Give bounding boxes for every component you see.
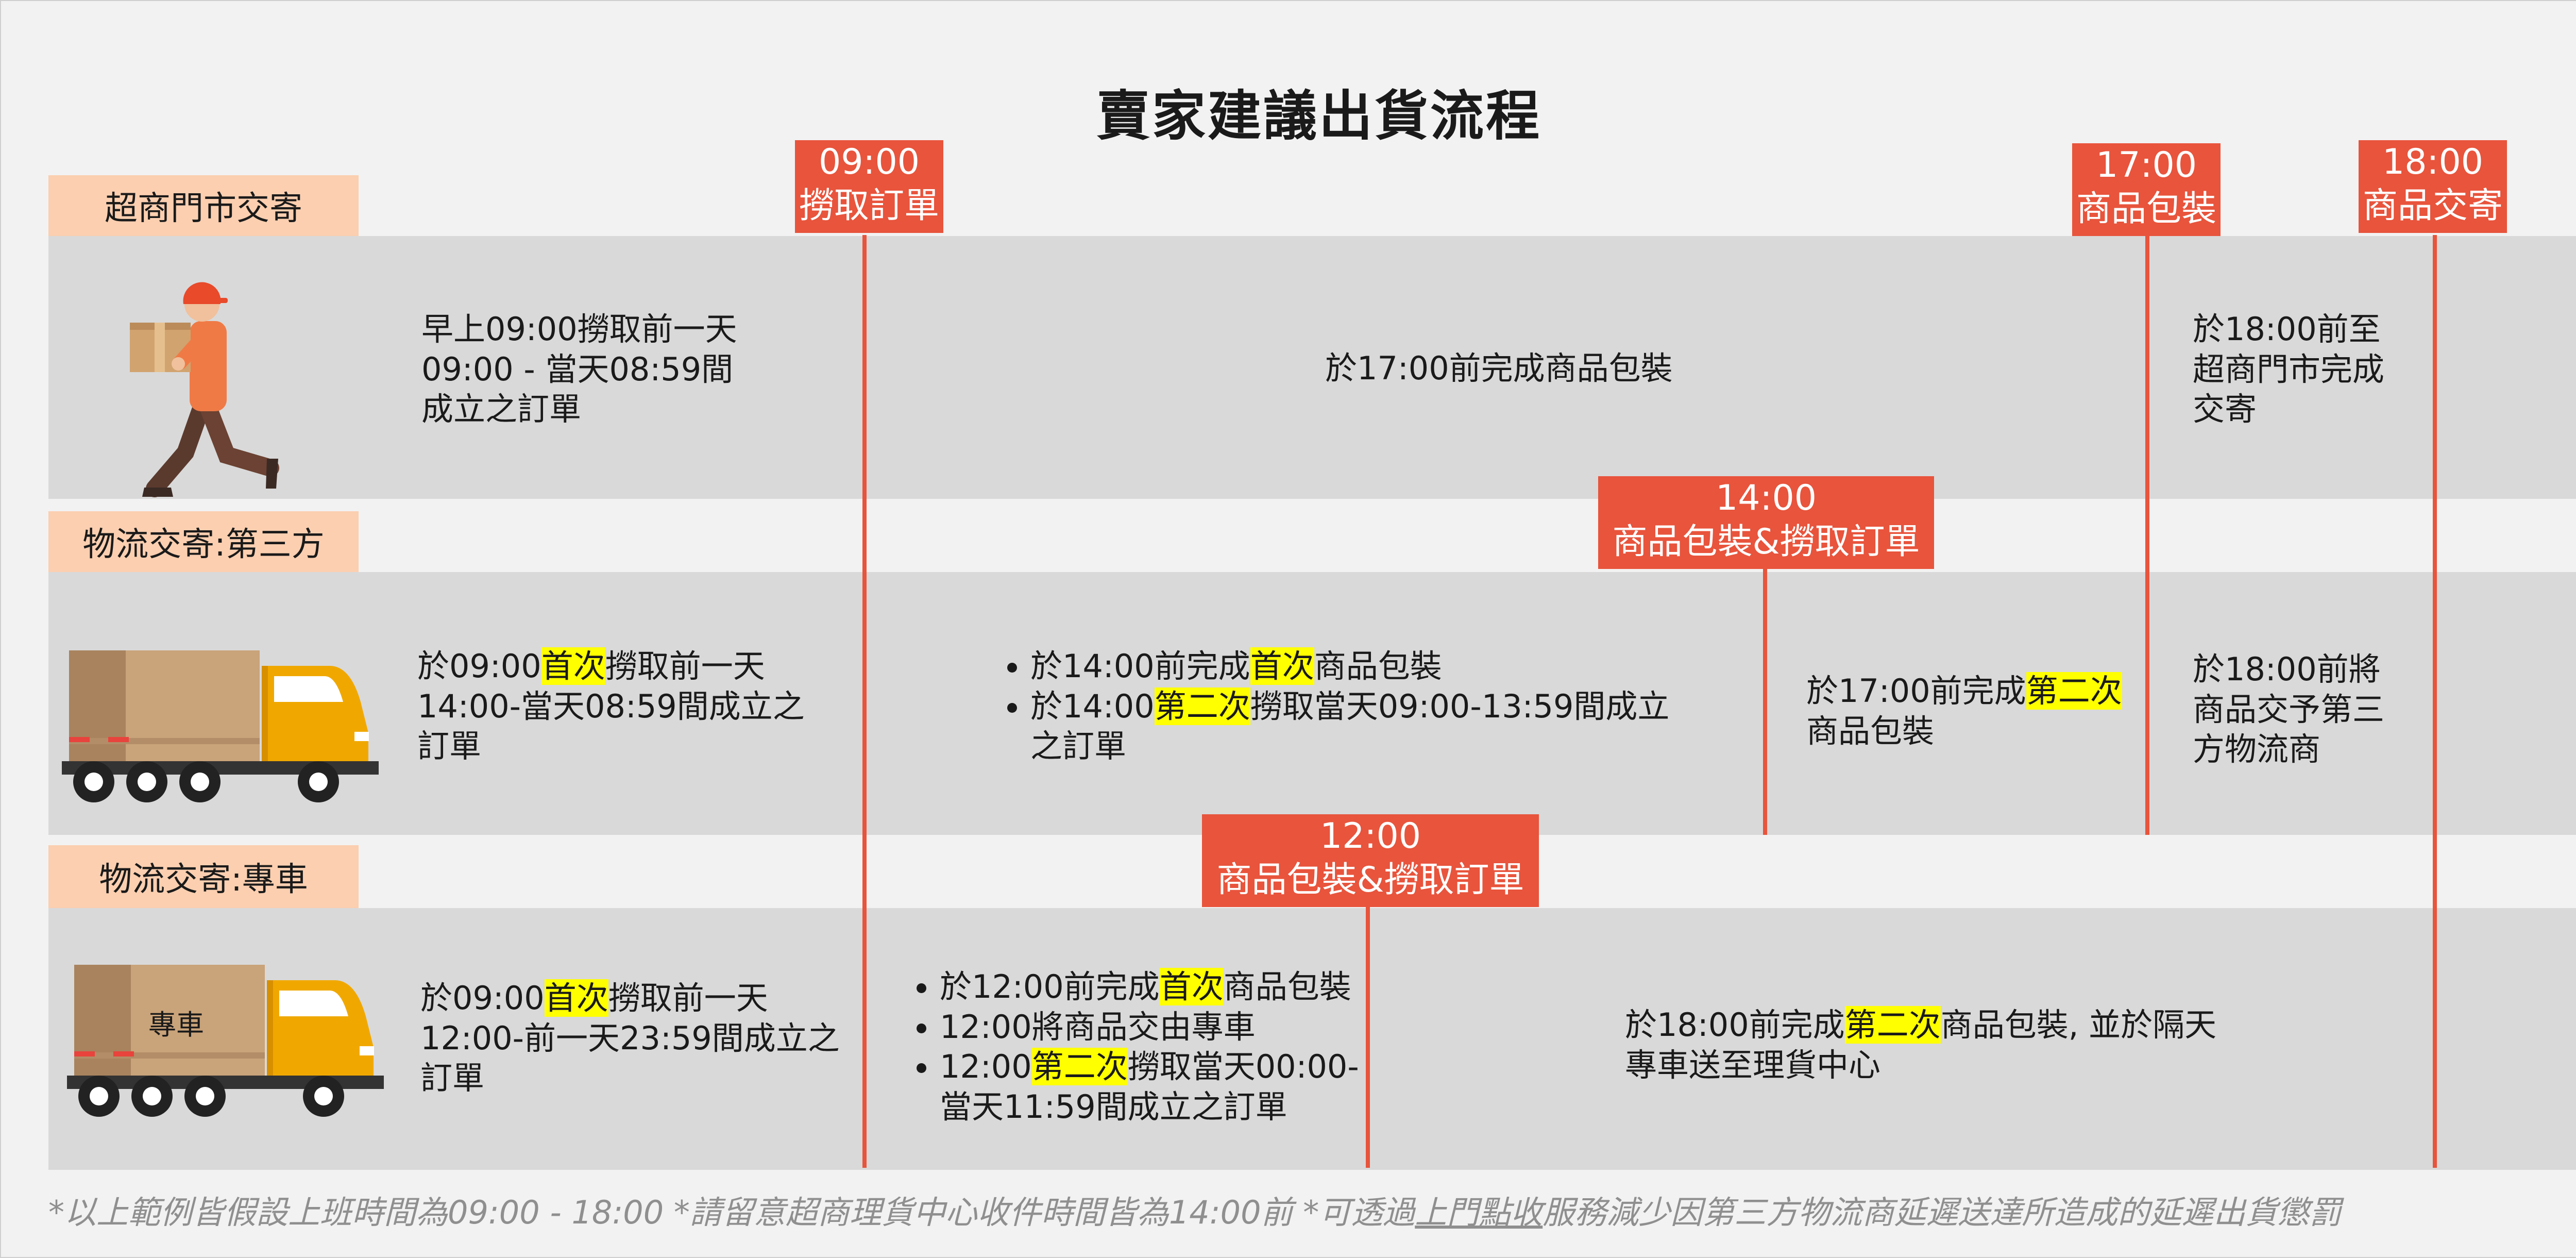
row2-step2-list: 於14:00前完成首次商品包裝 於14:00第二次撈取當天09:00-13:59… (970, 646, 1669, 766)
truck-third-party-icon (62, 650, 379, 802)
marker-1800: 18:00 商品交寄 (2359, 140, 2507, 233)
marker-1200-time: 12:00 (1320, 816, 1421, 857)
row2-step1-highlight: 首次 (541, 647, 605, 685)
row2-step4-line2: 商品交予第三 (2193, 690, 2385, 728)
row1-step1-line1: 早上09:00撈取前一天 (421, 310, 737, 348)
row3-bullet-1: 於12:00前完成首次商品包裝 (940, 967, 1359, 1007)
footnote-part1: *以上範例皆假設上班時間為09:00 - 18:00 *請留意超商理貨中心收件時… (48, 1194, 1415, 1231)
row3-step1-line1: 於09:00首次撈取前一天 (420, 979, 768, 1017)
marker-1200-label: 商品包裝&撈取訂單 (1216, 860, 1524, 900)
row3-step3-line1: 於18:00前完成第二次商品包裝, 並於隔天 (1625, 1006, 2217, 1044)
marker-1800-label: 商品交寄 (2362, 186, 2503, 226)
row3-step1-line3: 訂單 (420, 1059, 485, 1097)
row1-step1-text: 早上09:00撈取前一天 09:00 - 當天08:59間 成立之訂單 (421, 309, 737, 429)
row2-step1-line1: 於09:00首次撈取前一天 (417, 646, 805, 686)
row1-step3-line1: 於18:00前至 (2193, 310, 2381, 348)
row-band-third-party (48, 572, 2576, 835)
timeline-line-1700 (2145, 235, 2149, 835)
marker-0900-label: 撈取訂單 (799, 186, 939, 226)
footnote-link-door-pickup[interactable]: 上門點收 (1415, 1194, 1543, 1231)
row2-step3-line1: 於17:00前完成第二次 (1806, 672, 2122, 710)
row2-step4-line3: 方物流商 (2193, 730, 2321, 768)
row1-step3-line3: 交寄 (2193, 390, 2257, 428)
footnote: *以上範例皆假設上班時間為09:00 - 18:00 *請留意超商理貨中心收件時… (48, 1186, 2341, 1233)
marker-1200: 12:00 商品包裝&撈取訂單 (1202, 814, 1539, 907)
marker-1400-label: 商品包裝&撈取訂單 (1612, 522, 1920, 562)
row2-step1-pre: 於09:00 (417, 647, 541, 685)
row2-bullet-2: 於14:00第二次撈取當天09:00-13:59間成立之訂單 (1030, 686, 1669, 766)
truck-dedicated-icon (67, 965, 384, 1117)
row-tag-dedicated-truck: 物流交寄:專車 (48, 845, 359, 908)
row-tag-convenience-store: 超商門市交寄 (48, 175, 359, 236)
marker-1700: 17:00 商品包裝 (2072, 143, 2221, 236)
row1-step3-text: 於18:00前至 超商門市完成 交寄 (2193, 309, 2384, 429)
marker-1700-label: 商品包裝 (2076, 189, 2216, 229)
row3-step3-line2: 專車送至理貨中心 (1625, 1046, 1881, 1084)
row3-step1-line2: 12:00-前一天23:59間成立之 (420, 1019, 840, 1057)
marker-0900-time: 09:00 (819, 142, 920, 182)
row2-step1-line2: 14:00-當天08:59間成立之 (417, 687, 805, 725)
row-band-convenience-store (48, 236, 2576, 499)
row1-step1-line2: 09:00 - 當天08:59間 (421, 350, 734, 388)
timeline-line-1800 (2433, 235, 2437, 1168)
row2-step4-line1: 於18:00前將 (2193, 650, 2381, 688)
row2-step1-post: 撈取前一天 (605, 647, 765, 685)
row2-step3-line2: 商品包裝 (1806, 712, 1935, 750)
truck-dedicated-label: 專車 (148, 1009, 204, 1041)
marker-1400: 14:00 商品包裝&撈取訂單 (1598, 476, 1934, 569)
marker-0900: 09:00 撈取訂單 (795, 140, 943, 233)
row3-bullet-2: 12:00將商品交由專車 (940, 1007, 1359, 1047)
delivery-person-icon (130, 282, 279, 497)
marker-1800-time: 18:00 (2382, 142, 2483, 182)
row3-step3-text: 於18:00前完成第二次商品包裝, 並於隔天 專車送至理貨中心 (1625, 1005, 2216, 1085)
marker-1400-time: 14:00 (1716, 478, 1817, 518)
diagram-title: 賣家建議出貨流程 (1096, 85, 1541, 147)
footnote-part2: 服務減少因第三方物流商延遲送達所造成的延遲出貨懲罰 (1543, 1194, 2342, 1231)
row2-bullet-1: 於14:00前完成首次商品包裝 (1030, 646, 1669, 686)
timeline-line-1400 (1763, 567, 1767, 835)
marker-1700-time: 17:00 (2096, 145, 2197, 186)
row2-step4-text: 於18:00前將 商品交予第三 方物流商 (2193, 649, 2384, 769)
timeline-line-1200 (1366, 903, 1370, 1168)
row3-bullet-3: 12:00第二次撈取當天00:00-當天11:59間成立之訂單 (940, 1047, 1359, 1127)
row3-step2-list: 於12:00前完成首次商品包裝 12:00將商品交由專車 12:00第二次撈取當… (879, 967, 1359, 1127)
row2-step1-text: 於09:00首次撈取前一天 14:00-當天08:59間成立之 訂單 (417, 646, 805, 766)
timeline-line-0900 (862, 235, 867, 1168)
row1-step1-line3: 成立之訂單 (421, 390, 582, 428)
row2-step3-text: 於17:00前完成第二次 商品包裝 (1806, 671, 2122, 751)
row2-step1-line3: 訂單 (417, 727, 482, 765)
row-band-dedicated-truck (48, 908, 2576, 1170)
row1-step3-line2: 超商門市完成 (2193, 350, 2385, 388)
row1-step2-text: 於17:00前完成商品包裝 (1325, 349, 1673, 387)
row3-step1-text: 於09:00首次撈取前一天 12:00-前一天23:59間成立之 訂單 (420, 978, 840, 1098)
row-tag-third-party: 物流交寄:第三方 (48, 511, 359, 572)
